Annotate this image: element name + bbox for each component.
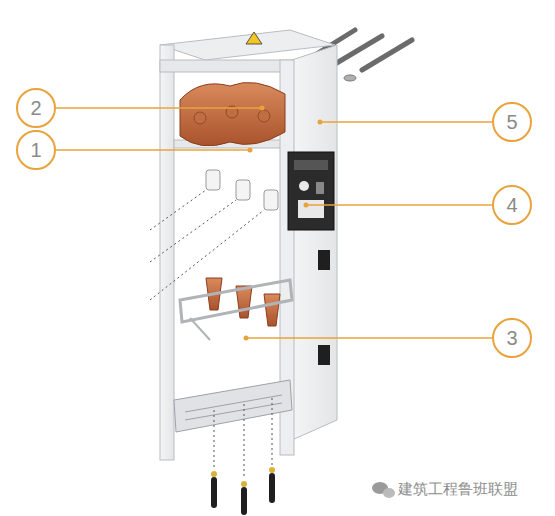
callout-number: 5 bbox=[506, 112, 517, 132]
callout-number: 1 bbox=[30, 140, 41, 160]
callout-number: 2 bbox=[30, 98, 41, 118]
watermark: 建筑工程鲁班联盟 bbox=[398, 480, 518, 499]
callout-number: 4 bbox=[506, 195, 517, 215]
callout-circle: 4 bbox=[492, 185, 532, 225]
callout-circle: 1 bbox=[16, 130, 56, 170]
callout-circle: 2 bbox=[16, 88, 56, 128]
callout-number: 3 bbox=[506, 328, 517, 348]
callout-circle: 3 bbox=[492, 318, 532, 358]
callout-circle: 5 bbox=[492, 102, 532, 142]
